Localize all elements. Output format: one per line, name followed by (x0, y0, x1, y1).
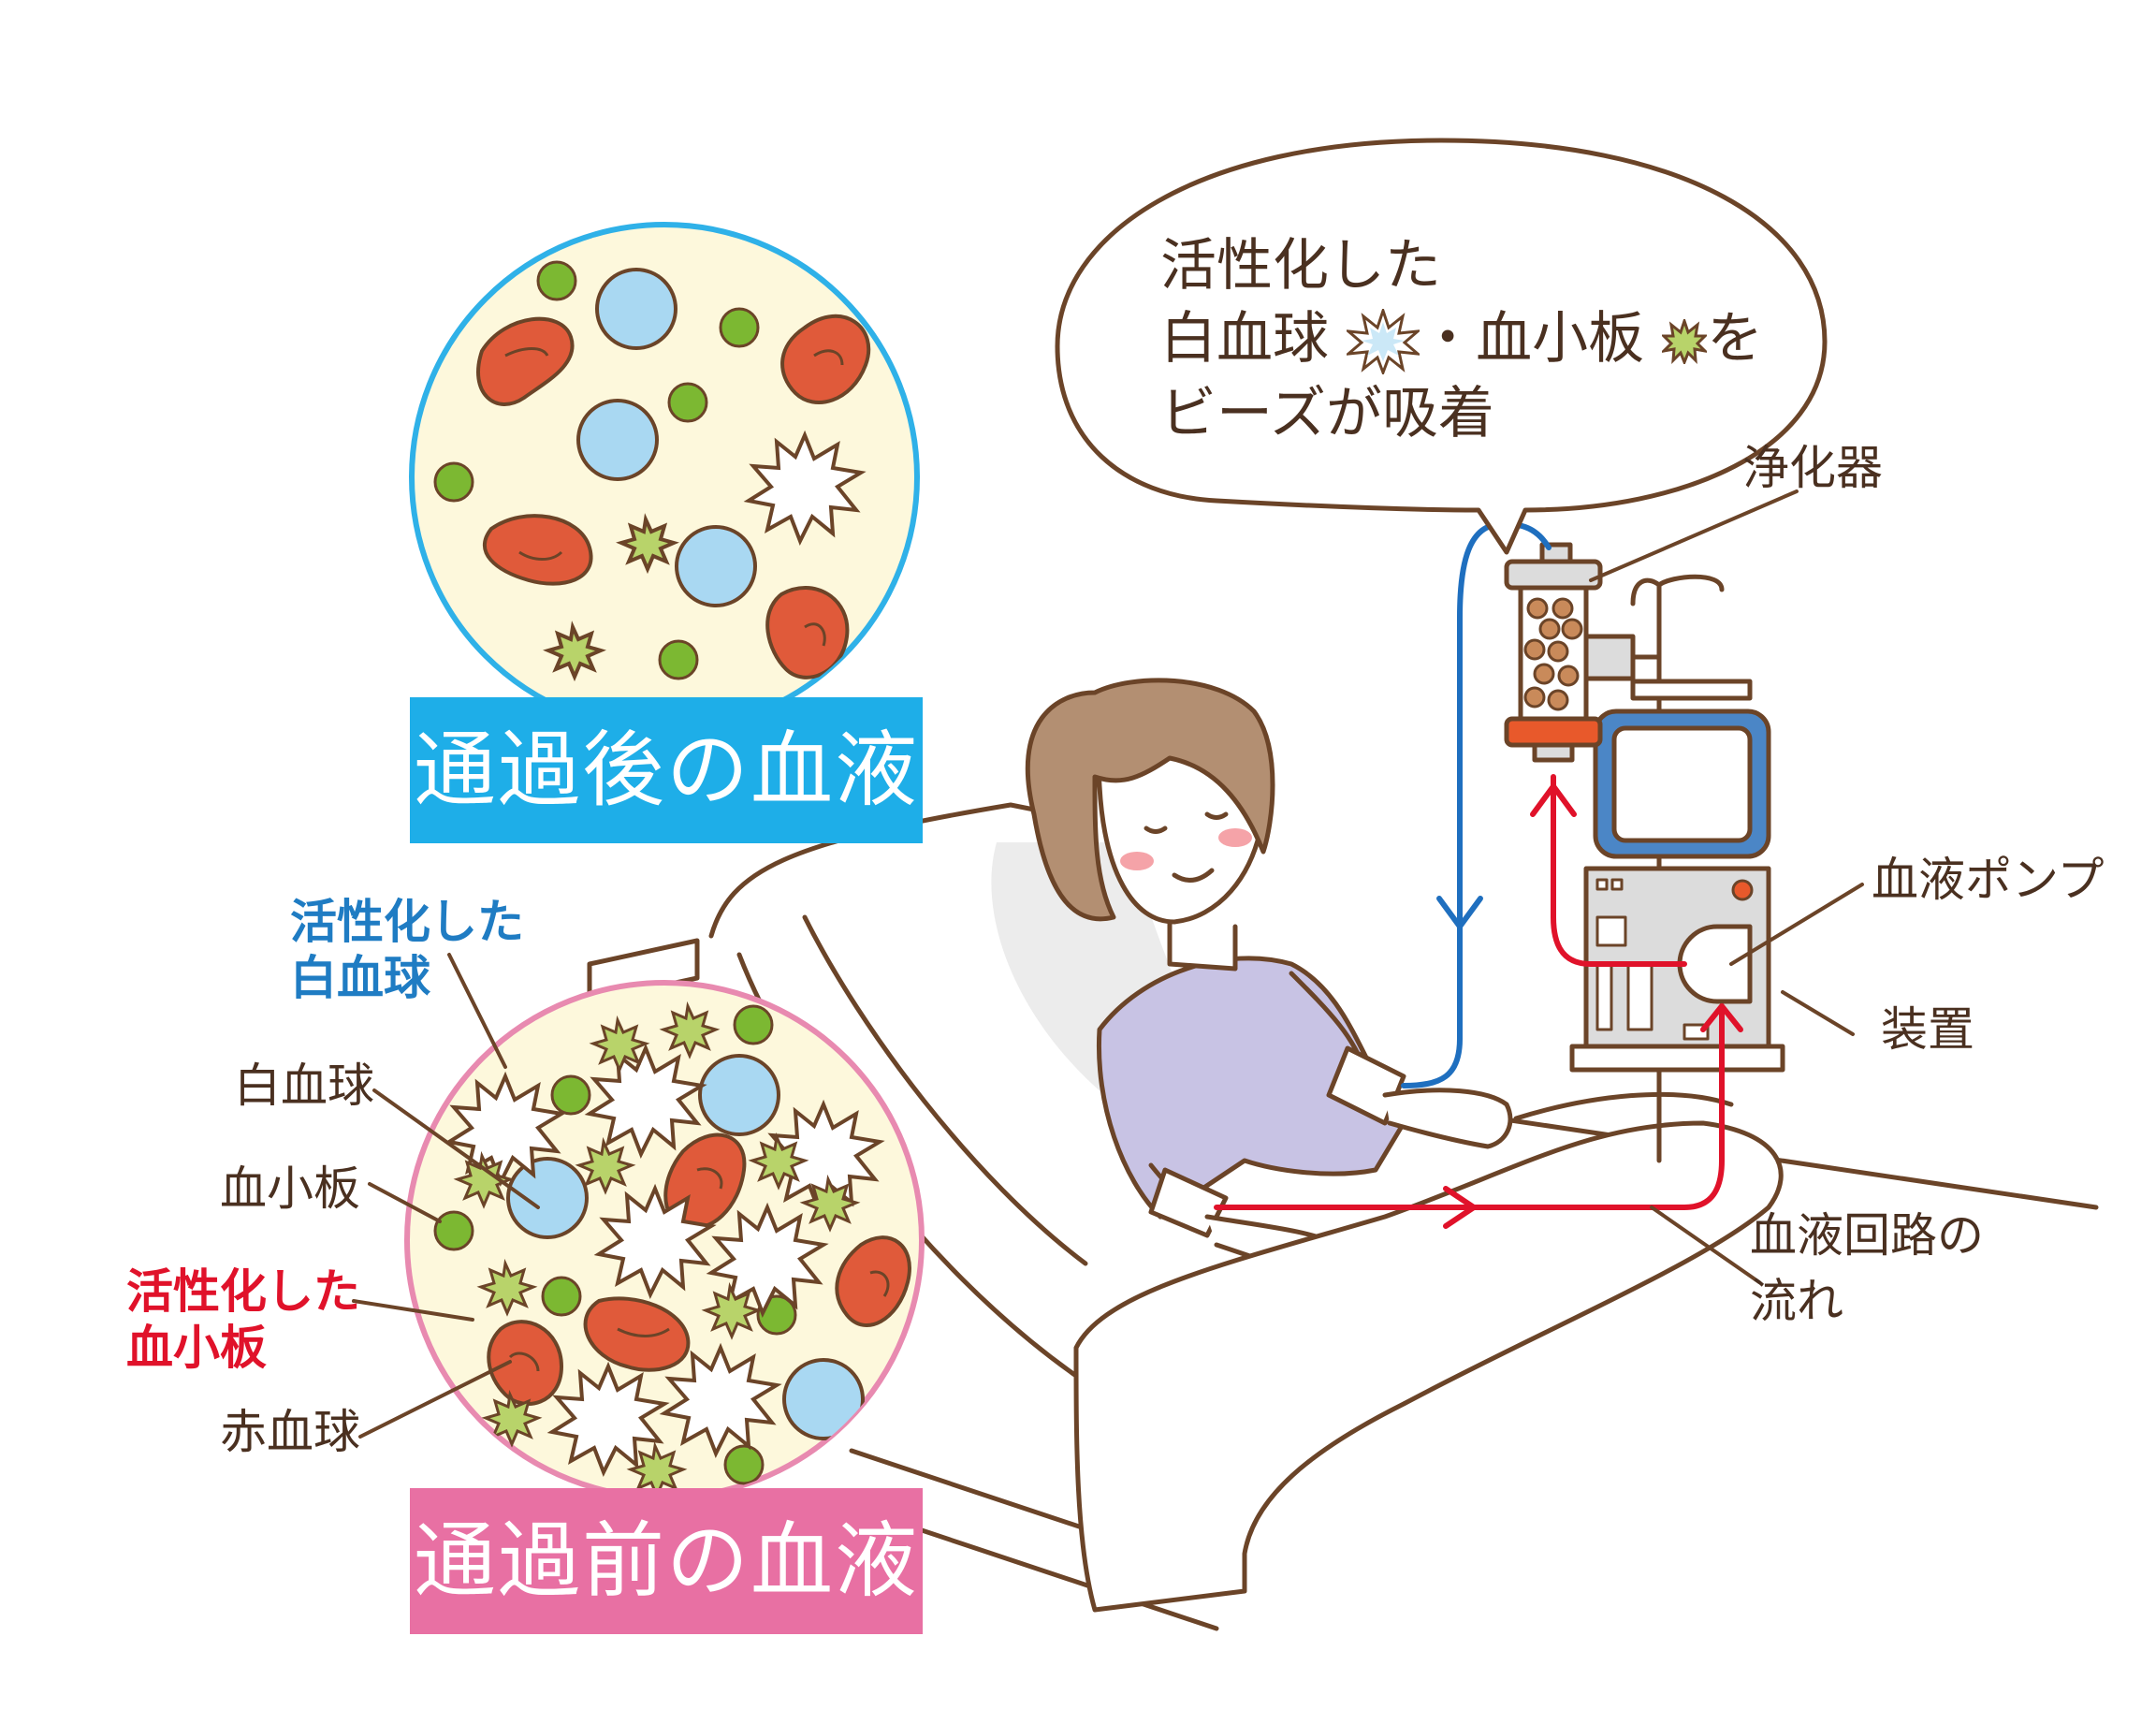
blanket (1073, 1091, 1784, 1613)
activated-wbc-label-2: 白血球 (290, 951, 430, 1005)
device-label: 装置 (1881, 1002, 1974, 1057)
red-cell (476, 314, 871, 679)
after-banner-label: 通過後の血液 (413, 722, 919, 818)
starburst-green-icon (1662, 319, 1708, 365)
dialysis-machine (1569, 574, 1785, 1163)
bubble-line-3: ビーズが吸着 (1160, 381, 1494, 446)
bubble-wbc-word: 白血球 (1160, 306, 1329, 372)
before-banner-bg (410, 1488, 923, 1634)
activated-platelet-label-2: 血小板 (126, 1321, 267, 1375)
circuit-label-2: 流れ (1750, 1274, 1843, 1328)
after-blood-circle (409, 222, 920, 733)
bubble-wo: を (1707, 306, 1764, 372)
before-blood-circle (404, 980, 925, 1500)
activated-platelet-label-1: 活性化した (126, 1264, 360, 1319)
activated-wbc-star (743, 430, 867, 546)
platelet-label: 血小板 (220, 1162, 360, 1216)
bubble-line-1: 活性化した (1160, 233, 1441, 299)
bubble-line-2: 白血球 ・血小板 を (1160, 302, 1763, 375)
purifier-label: 浄化器 (1742, 441, 1883, 495)
activated-wbc-label-1: 活性化した (290, 895, 524, 949)
after-banner-bg (410, 697, 923, 843)
wbc-label: 白血球 (234, 1059, 374, 1113)
circuit-label-1: 血液回路の (1750, 1208, 1984, 1263)
patient (991, 678, 1513, 1290)
starburst-white-icon (1347, 309, 1420, 375)
speech-bubble (1055, 138, 1828, 555)
before-banner-label: 通過前の血液 (413, 1512, 919, 1609)
pointer-lines (352, 489, 1864, 1439)
purifier-column (1504, 542, 1662, 763)
rbc-label: 赤血球 (220, 1405, 360, 1459)
pump-label: 血液ポンプ (1872, 853, 2105, 907)
bubble-platelet-word: ・血小板 (1420, 306, 1645, 372)
